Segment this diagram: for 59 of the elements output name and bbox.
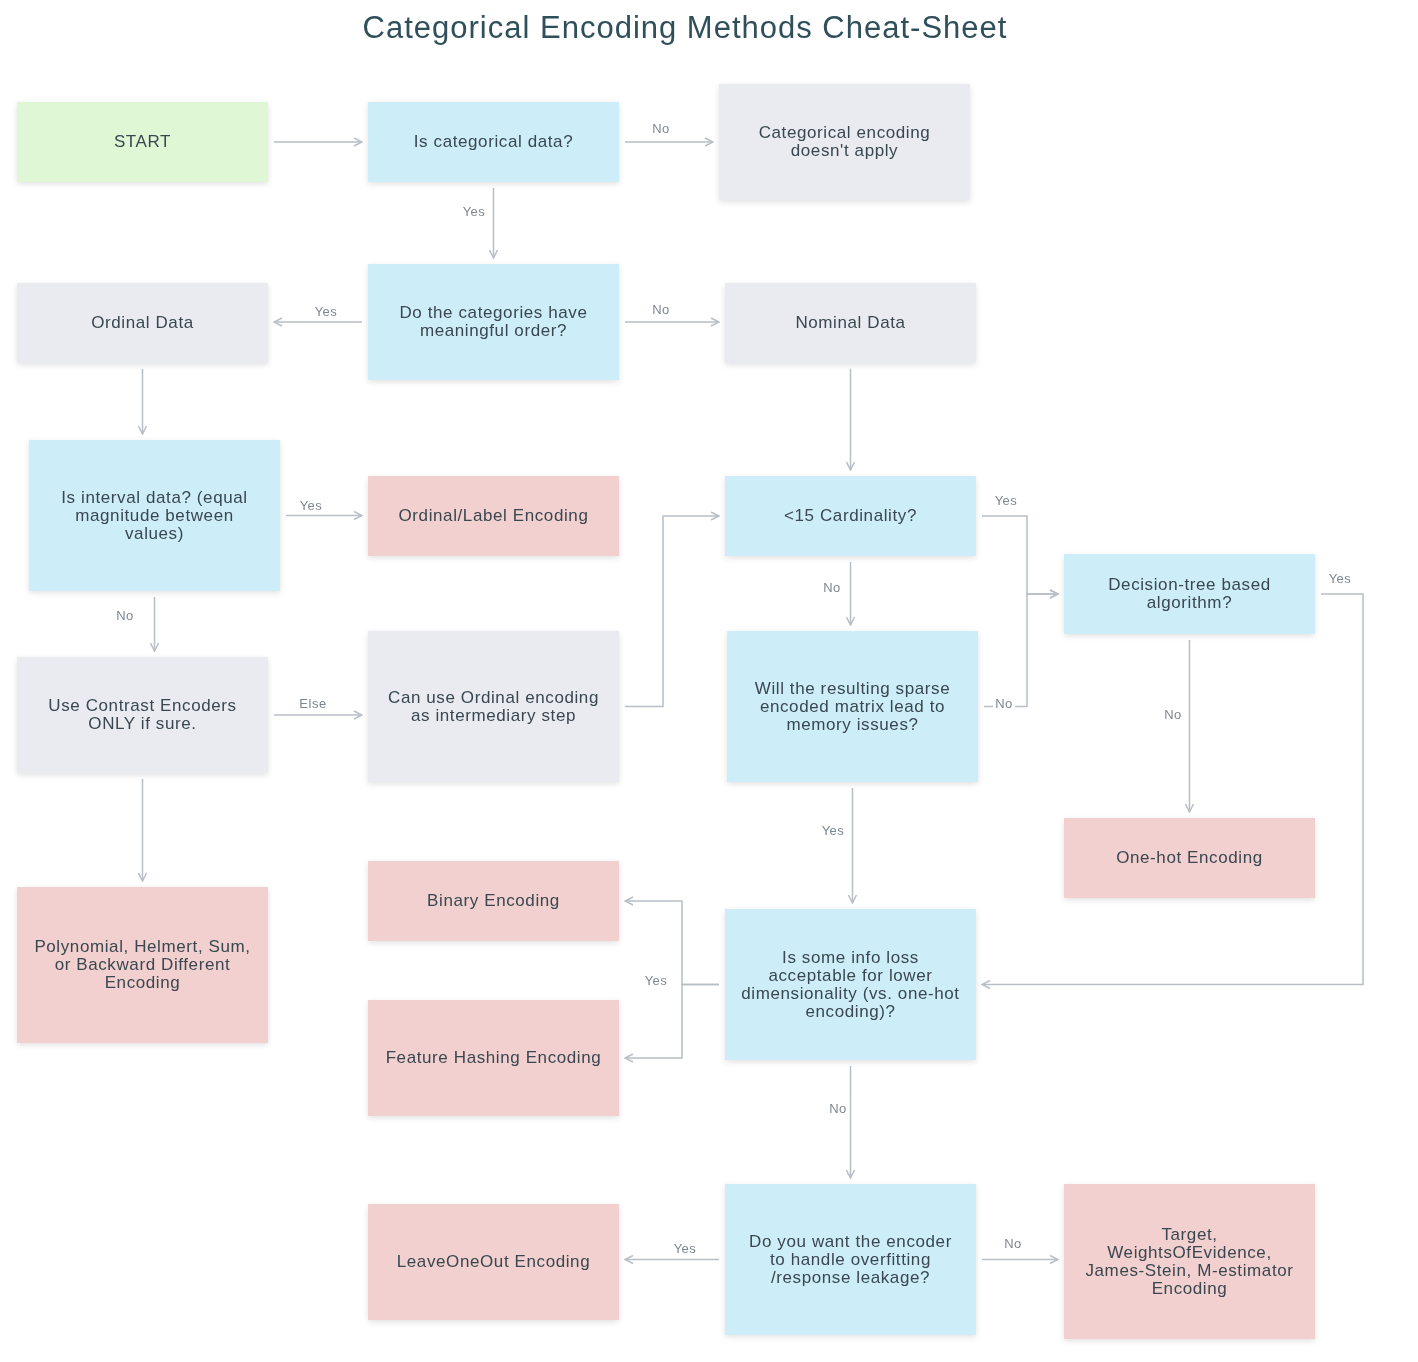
method-box xyxy=(368,476,619,556)
method-box xyxy=(368,861,619,941)
decision-box xyxy=(368,264,619,380)
arrow xyxy=(137,368,148,435)
node-text: Polynomial, Helmert, Sum, or Backward Different Encoding xyxy=(33,938,252,992)
node-text: Will the resulting sparse encoded matrix lead to memory issues? xyxy=(753,679,952,734)
node-text: Target, WeightsOfEvidence, James-Stein, M-estimator Encoding xyxy=(1084,1225,1295,1298)
node-text: Categorical encoding doesn't apply xyxy=(757,124,932,160)
method-box xyxy=(1064,818,1315,898)
method-box xyxy=(1064,1184,1315,1339)
arrow xyxy=(845,1065,856,1179)
method-box xyxy=(368,1000,619,1116)
arrow xyxy=(981,1254,1059,1265)
start-box xyxy=(17,102,268,182)
node-text: Nominal Data xyxy=(795,314,906,332)
decision-box xyxy=(725,476,976,556)
arrow xyxy=(488,187,499,259)
node-text: Decision-tree based algorithm? xyxy=(1107,576,1272,612)
node-text: <15 Cardinality? xyxy=(784,507,917,525)
decision-box xyxy=(1064,554,1315,634)
arrow xyxy=(273,710,363,720)
arrow xyxy=(983,589,1059,708)
method-box xyxy=(368,1204,619,1320)
arrow xyxy=(624,1254,720,1265)
decision-box xyxy=(727,631,978,782)
node-text: Feature Hashing Encoding xyxy=(385,1049,602,1067)
decision-box xyxy=(29,440,280,591)
node-text: START xyxy=(113,133,172,151)
arrow xyxy=(1184,639,1195,813)
node-text: Can use Ordinal encoding as intermediary step xyxy=(387,688,600,725)
arrow xyxy=(624,137,714,147)
decision-box xyxy=(725,909,976,1060)
node-text: Ordinal/Label Encoding xyxy=(398,507,589,525)
decision-box xyxy=(725,1184,976,1335)
node-text: Binary Encoding xyxy=(427,892,560,910)
arrow xyxy=(847,787,858,904)
arrow xyxy=(624,511,720,708)
arrow xyxy=(273,317,363,327)
node-text: Is categorical data? xyxy=(413,133,574,151)
arrow xyxy=(624,317,720,327)
arrow xyxy=(285,510,363,521)
method-box xyxy=(17,887,268,1043)
node-text: Is some info loss acceptable for lower dimensionality (vs. one-hot encoding)? xyxy=(741,948,960,1021)
node-text: Ordinal Data xyxy=(91,314,194,332)
arrow xyxy=(845,561,856,626)
title: Categorical Encoding Methods Cheat-Sheet xyxy=(361,10,1009,46)
node-text: Do you want the encoder to handle overfitting /response leakage? xyxy=(748,1232,953,1287)
arrow xyxy=(137,778,148,882)
arrow xyxy=(981,593,1364,990)
arrow xyxy=(845,368,856,471)
arrow xyxy=(273,137,363,147)
node-text: Is interval data? (equal magnitude between values) xyxy=(60,488,249,543)
node-text: LeaveOneOut Encoding xyxy=(396,1253,591,1271)
arrow xyxy=(624,983,720,1063)
arrow xyxy=(149,596,160,652)
node-text: Do the categories have meaningful order? xyxy=(398,304,589,340)
decision-box xyxy=(368,102,619,182)
node-text: Use Contrast Encoders ONLY if sure. xyxy=(47,697,238,733)
node-text: One-hot Encoding xyxy=(1116,849,1263,867)
